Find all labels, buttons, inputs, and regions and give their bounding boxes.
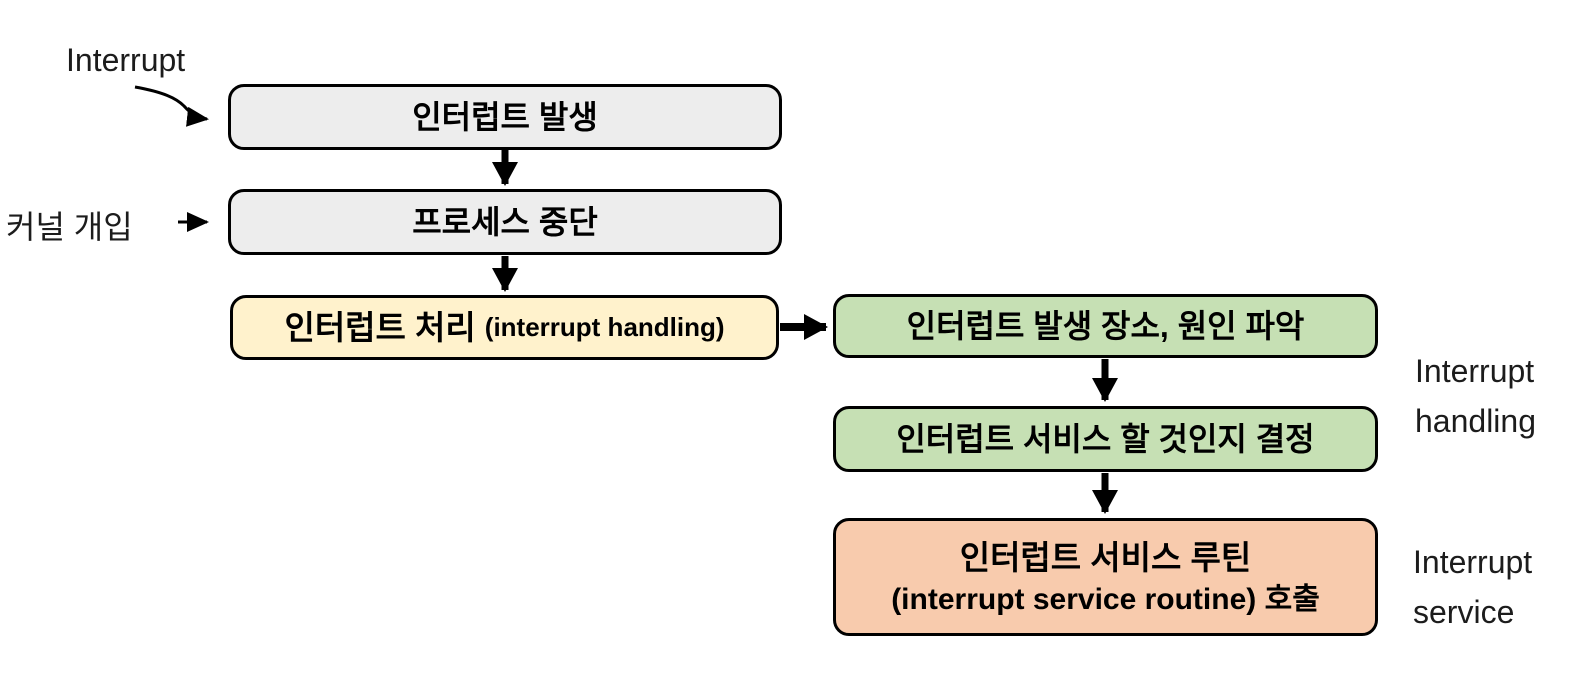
label-interrupt-service: Interrupt service [1413, 537, 1532, 637]
interrupt-curved-arrow [134, 85, 209, 127]
box-isr-call-label-line1: 인터럽트 서비스 루틴 [959, 538, 1252, 576]
box-interrupt-handling-label-ko: 인터럽트 처리 [284, 308, 476, 346]
box-isr-call-label-line2: (interrupt service routine) 호출 [891, 582, 1320, 616]
box-identify-source-label: 인터럽트 발생 장소, 원인 파악 [906, 307, 1305, 344]
label-interrupt-handling: Interrupt handling [1415, 346, 1536, 446]
label-interrupt-handling-line2: handling [1415, 403, 1536, 439]
box-interrupt-handling: 인터럽트 처리 (interrupt handling) [230, 295, 779, 360]
box-interrupt-handling-label-en: (interrupt handling) [484, 311, 725, 342]
box-interrupt-occurs: 인터럽트 발생 [228, 84, 782, 150]
label-interrupt-source: Interrupt [66, 42, 186, 78]
box-identify-source: 인터럽트 발생 장소, 원인 파악 [833, 294, 1378, 358]
box-interrupt-occurs-label: 인터럽트 발생 [412, 98, 598, 135]
label-interrupt-service-line1: Interrupt [1413, 544, 1533, 580]
label-interrupt-handling-line1: Interrupt [1415, 353, 1535, 389]
label-interrupt-service-line2: service [1413, 594, 1515, 630]
box-decide-service: 인터럽트 서비스 할 것인지 결정 [833, 406, 1378, 472]
label-kernel-entry: 커널 개입 [6, 209, 133, 245]
box-process-suspend-label: 프로세스 중단 [412, 203, 598, 240]
box-process-suspend: 프로세스 중단 [228, 189, 782, 255]
box-decide-service-label: 인터럽트 서비스 할 것인지 결정 [896, 420, 1315, 457]
box-isr-call: 인터럽트 서비스 루틴 (interrupt service routine) … [833, 518, 1378, 636]
